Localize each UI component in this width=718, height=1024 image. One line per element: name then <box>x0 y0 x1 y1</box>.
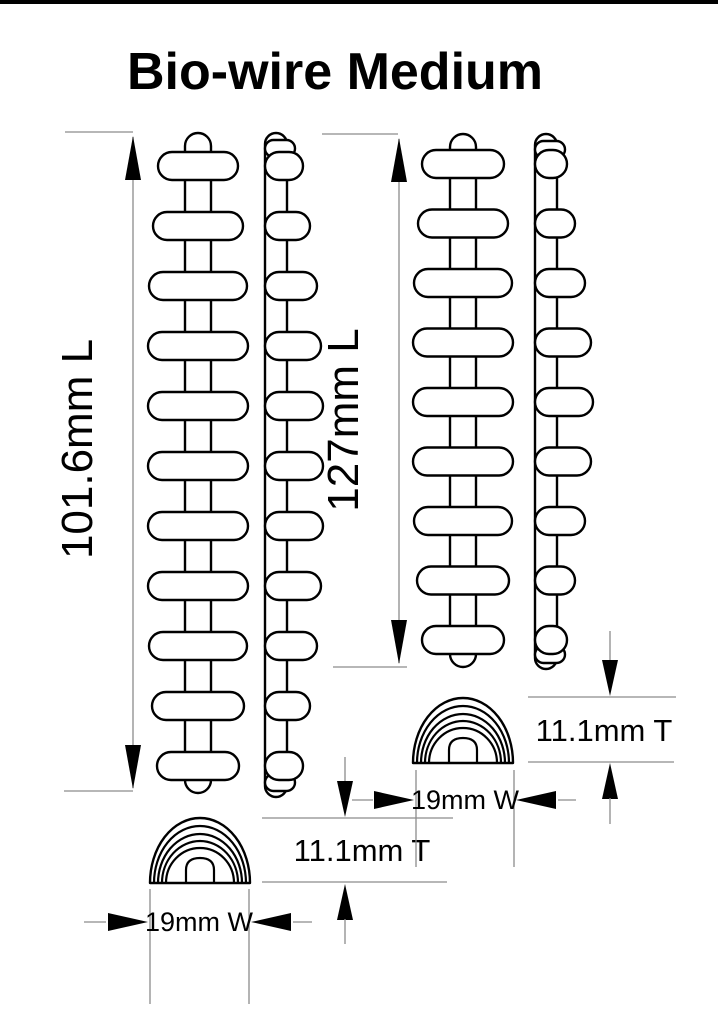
cross-section-right: 11.1mm T 19mm W <box>352 631 676 867</box>
dome-outline <box>411 696 515 765</box>
length-label-left: 101.6mm L <box>53 339 102 559</box>
page-title: Bio-wire Medium <box>127 43 543 101</box>
arrow-left-icon <box>516 791 556 809</box>
crossbar-profile <box>263 210 312 242</box>
crossbar <box>411 446 515 477</box>
arrow-right-icon <box>374 791 414 809</box>
length-dimension-right: 127mm L <box>319 133 407 668</box>
crossbar <box>416 208 510 239</box>
arrow-down-icon <box>602 660 618 696</box>
dome-outline <box>148 816 252 885</box>
crossbar <box>146 570 250 602</box>
crossbar <box>412 505 514 537</box>
arrow-up-icon <box>602 763 618 799</box>
crossbar-profile <box>533 565 577 596</box>
dome-arc <box>415 704 511 764</box>
crossbar <box>412 267 514 299</box>
crossbar-profile <box>263 450 325 482</box>
device-front-view-right <box>411 132 515 669</box>
crossbar-profile <box>533 386 595 418</box>
dome-arc <box>156 832 244 884</box>
width-dimension-left: 19mm W <box>84 889 312 1004</box>
arrow-up-icon <box>337 884 353 920</box>
device-side-view-right <box>533 132 595 671</box>
arrow-down-icon <box>391 620 407 664</box>
arrow-left-icon <box>251 913 291 931</box>
crossbar-profile <box>263 270 319 302</box>
arrow-up-icon <box>125 136 141 180</box>
dome-arc <box>152 824 248 884</box>
arrow-up-icon <box>391 138 407 182</box>
thickness-label-right: 11.1mm T <box>536 713 673 748</box>
dome-arc <box>160 839 240 884</box>
crossbar <box>147 270 249 302</box>
crossbar-profile <box>533 446 593 477</box>
dome-arc <box>427 726 499 764</box>
cross-section-left: 11.1mm T 19mm W <box>84 757 453 1004</box>
dome-arc <box>164 846 236 884</box>
spine-arch <box>447 736 479 763</box>
crossbar-profile <box>263 630 319 662</box>
crossbar <box>156 150 240 182</box>
crossbar-profile <box>533 148 569 180</box>
crossbar-profile <box>533 327 593 358</box>
crossbar <box>420 624 506 656</box>
crossbar <box>411 327 515 358</box>
crossbar-profile <box>263 330 323 362</box>
device-right: 127mm L <box>319 132 595 671</box>
length-label-right: 127mm L <box>319 328 368 511</box>
crossbar-profile <box>263 510 325 542</box>
width-dimension-right: 19mm W <box>352 770 576 867</box>
crossbar <box>415 565 511 596</box>
spine-arch <box>184 856 216 883</box>
device-front-view-left <box>146 131 250 795</box>
crossbar <box>146 390 250 422</box>
length-dimension-left: 101.6mm L <box>53 131 141 792</box>
width-label-left: 19mm W <box>145 907 254 937</box>
dome-arc <box>419 712 507 764</box>
crossbar-profile <box>533 624 569 656</box>
crossbar-profile <box>533 505 587 537</box>
crossbar-profile <box>263 150 305 182</box>
crossbar <box>146 510 250 542</box>
crossbar-profile <box>533 267 587 299</box>
top-border-rule <box>0 0 718 4</box>
device-side-view-left <box>263 131 325 799</box>
crossbar <box>146 450 250 482</box>
arrow-down-icon <box>125 745 141 789</box>
crossbar <box>150 690 246 722</box>
crossbar-profile <box>263 570 323 602</box>
crossbar-profile <box>533 208 577 239</box>
arrow-down-icon <box>337 781 353 817</box>
crossbar <box>155 750 241 782</box>
arrow-right-icon <box>108 913 148 931</box>
device-left: 101.6mm L <box>53 131 325 799</box>
crossbar <box>151 210 245 242</box>
thickness-dimension-left: 11.1mm T <box>262 757 453 944</box>
dome-arc <box>423 719 503 764</box>
crossbar <box>420 148 506 180</box>
crossbar <box>411 386 515 418</box>
width-label-right: 19mm W <box>411 785 520 815</box>
crossbar-profile <box>263 750 305 782</box>
crossbar <box>147 630 249 662</box>
thickness-dimension-right: 11.1mm T <box>528 631 676 824</box>
crossbar-profile <box>263 690 312 722</box>
crossbar <box>146 330 250 362</box>
crossbar-profile <box>263 390 325 422</box>
thickness-label-left: 11.1mm T <box>294 833 431 868</box>
